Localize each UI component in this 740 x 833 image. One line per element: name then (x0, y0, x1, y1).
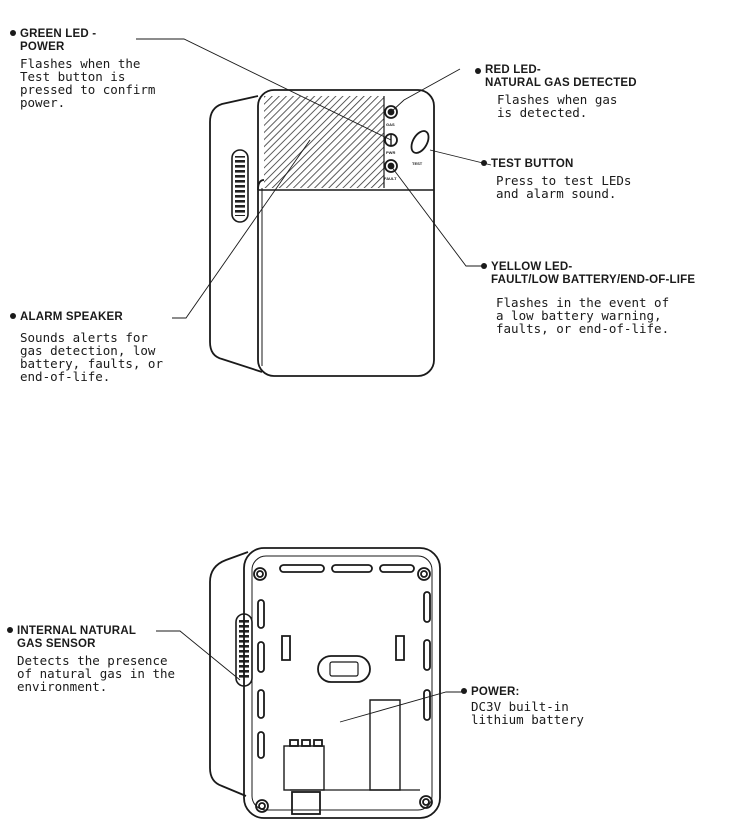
callout-test-button: TEST BUTTON Press to test LEDs and alarm… (481, 158, 631, 200)
back-view-device (209, 547, 441, 819)
gas-sensor-title-1: INTERNAL NATURAL (7, 625, 175, 638)
gas-marking: GAS (386, 122, 395, 127)
front-view-device (209, 89, 435, 377)
callout-alarm-speaker: ALARM SPEAKER Sounds alerts for gas dete… (10, 311, 163, 383)
callout-green-led: GREEN LED - POWER Flashes when the Test … (10, 28, 155, 109)
red-led-icon (384, 105, 398, 119)
bullet-icon (10, 30, 16, 36)
leader-lines-bottom (156, 630, 462, 723)
bullet-icon (10, 313, 16, 319)
yellow-led-title-1: YELLOW LED- (481, 261, 695, 274)
test-button-title: TEST BUTTON (481, 158, 631, 171)
green-led-title-2: POWER (20, 41, 65, 53)
device-markings: GAS PWR FAULT TEST (384, 122, 423, 181)
yellow-led-title-2: FAULT/LOW BATTERY/END-OF-LIFE (491, 274, 696, 286)
device-front-body (257, 89, 435, 377)
alarm-speaker-description: Sounds alerts for gas detection, low bat… (20, 330, 163, 384)
callout-yellow-led: YELLOW LED- FAULT/LOW BATTERY/END-OF-LIF… (481, 261, 695, 335)
bullet-icon (481, 263, 487, 269)
yellow-led-icon (384, 159, 398, 173)
device-side-body (209, 95, 263, 373)
gas-sensor-title-2: GAS SENSOR (17, 638, 96, 650)
yellow-led-description: Flashes in the event of a low battery wa… (496, 295, 670, 336)
red-led-description: Flashes when gas is detected. (497, 92, 618, 120)
callout-red-led: RED LED- NATURAL GAS DETECTED Flashes wh… (461, 64, 637, 119)
power-title: POWER: (461, 686, 584, 699)
callout-power: POWER: DC3V built-in lithium battery (461, 686, 584, 726)
red-led-title-2: NATURAL GAS DETECTED (485, 77, 637, 89)
test-button-icon (410, 130, 430, 154)
back-plate (243, 547, 441, 819)
power-description: DC3V built-in lithium battery (471, 699, 584, 727)
alarm-speaker-title: ALARM SPEAKER (10, 311, 163, 324)
callout-gas-sensor: INTERNAL NATURAL GAS SENSOR Detects the … (7, 625, 175, 693)
bullet-icon (481, 160, 487, 166)
green-led-title-1: GREEN LED - (10, 28, 155, 41)
leader-lines-top (136, 38, 492, 319)
test-marking: TEST (412, 161, 423, 166)
bullet-icon (461, 688, 467, 694)
green-led-description: Flashes when the Test button is pressed … (20, 56, 156, 110)
gas-sensor-description: Detects the presence of natural gas in t… (17, 653, 176, 694)
speaker-grille-panel (264, 96, 384, 188)
side-speaker-slots (235, 156, 245, 216)
test-button-description: Press to test LEDs and alarm sound. (496, 173, 632, 201)
pwr-marking: PWR (386, 150, 395, 155)
red-led-title-1: RED LED- (485, 64, 541, 76)
fault-marking: FAULT (384, 176, 397, 181)
bullet-icon (475, 68, 481, 74)
bullet-icon (7, 627, 13, 633)
